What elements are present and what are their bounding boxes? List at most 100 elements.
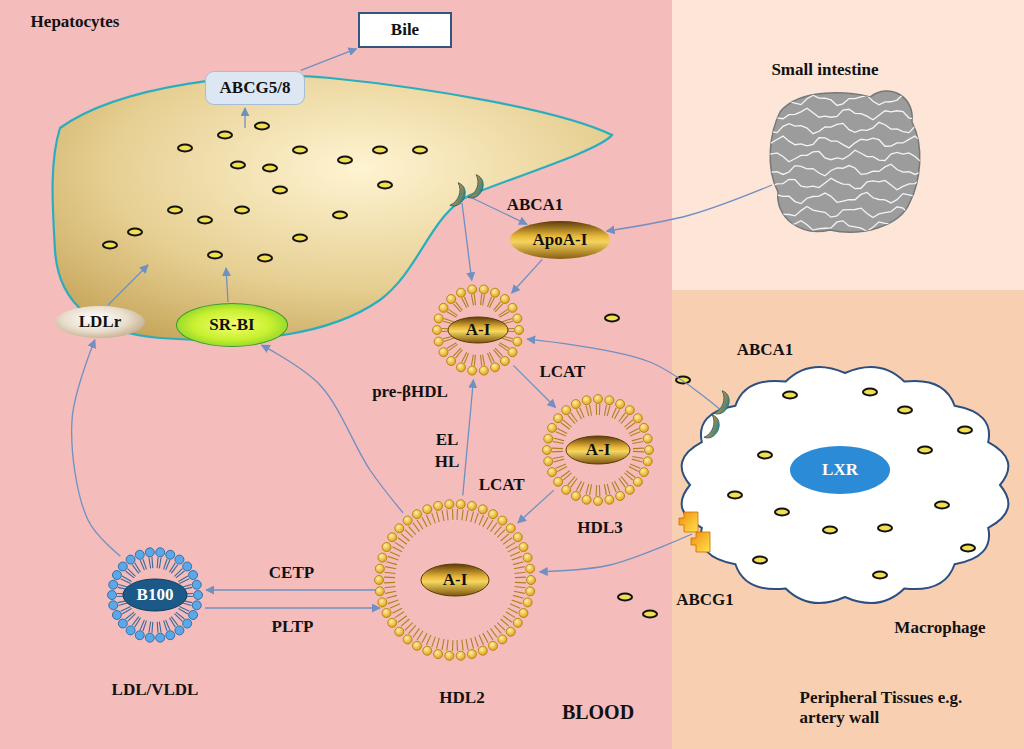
lipid-tail — [586, 484, 589, 495]
lipid-head — [605, 396, 614, 405]
lipid-tail — [151, 557, 153, 568]
particle-name: HDL2 — [439, 689, 484, 708]
lipid-tail — [135, 563, 141, 572]
lipid-tail — [386, 562, 397, 565]
lipid-head — [395, 524, 404, 533]
lipid-tail — [405, 623, 413, 631]
lipid-tail — [483, 517, 488, 527]
lipid-tail — [586, 406, 589, 417]
lipid-tail — [164, 621, 167, 631]
lipid-head — [413, 641, 422, 650]
lipid-head — [456, 651, 465, 660]
flow-arrow — [72, 340, 121, 556]
lipid-tail — [179, 607, 189, 612]
lipid-tail — [436, 638, 439, 649]
lipid-tail — [590, 405, 592, 416]
lipid-tail — [471, 355, 473, 366]
lipid-head — [382, 543, 391, 552]
apolipoprotein-core — [566, 436, 630, 464]
lipid-head — [639, 468, 648, 477]
lipid-head — [468, 366, 477, 375]
lipid-tail — [462, 352, 467, 362]
cholesterol-dot — [873, 572, 887, 579]
cholesterol-dot — [373, 147, 387, 154]
lipid-tail — [508, 608, 518, 613]
lipid-tail — [563, 420, 571, 427]
transporter-box: ABCG5/8 — [205, 71, 305, 105]
intestine-fold — [765, 150, 927, 162]
lipid-tail — [447, 509, 448, 520]
lipid-tail — [495, 304, 503, 312]
lipid-head — [109, 601, 118, 610]
lipid-head — [456, 363, 465, 372]
lipid-head — [643, 457, 652, 466]
lipid-tail — [388, 600, 398, 604]
lipid-tail — [487, 520, 493, 529]
organ-title: Hepatocytes — [31, 13, 120, 32]
lipid-tail — [629, 466, 639, 471]
lipid-head — [423, 505, 432, 514]
lipid-tail — [449, 309, 458, 315]
lipoprotein-particle: B100LDL/VLDL — [105, 545, 205, 645]
lipid-tail — [607, 484, 610, 495]
cholesterol-dot — [863, 389, 877, 396]
lipid-head — [625, 485, 634, 494]
cholesterol-dot — [753, 557, 767, 564]
lipid-tail — [126, 612, 135, 619]
macrophage-outline — [682, 367, 1009, 603]
lipid-head — [135, 550, 144, 559]
lipid-head — [562, 485, 571, 494]
tissue-region — [672, 290, 1024, 749]
blood-region — [0, 0, 672, 749]
macrophage-cell: LXRMacrophage — [675, 360, 1015, 610]
lipid-head — [548, 468, 557, 477]
cholesterol-dot — [775, 509, 789, 516]
lipid-tail — [552, 451, 563, 453]
lipid-head — [112, 610, 121, 619]
apo-label: A-I — [586, 441, 611, 460]
lipid-head — [192, 601, 201, 610]
intestine-shape — [770, 91, 920, 232]
lipid-tail — [481, 294, 482, 305]
flow-arrow — [607, 185, 772, 231]
lipid-head — [375, 576, 384, 585]
lipid-tail — [422, 517, 427, 527]
lipid-tail — [494, 625, 501, 633]
cholesterol-dot — [128, 229, 142, 236]
lipid-tail — [466, 510, 468, 521]
lipid-tail — [568, 476, 575, 484]
lipid-tail — [390, 552, 400, 556]
lipid-head — [109, 580, 118, 589]
lipid-head — [439, 348, 448, 357]
lipid-head — [388, 533, 397, 542]
free-cholesterol — [605, 315, 690, 618]
lipid-tail — [554, 459, 565, 462]
cholesterol-dot — [338, 157, 352, 164]
lipid-head — [526, 564, 535, 573]
enzyme-label: LCAT — [539, 363, 585, 383]
flow-arrow — [512, 259, 543, 293]
transporter-label: ABCA1 — [737, 340, 794, 360]
cholesterol-dot — [198, 217, 212, 224]
flow-arrow — [301, 49, 357, 71]
lipid-tail — [151, 622, 153, 633]
lipid-tail — [502, 338, 512, 342]
lipid-tail — [385, 567, 396, 569]
lipid-tail — [596, 485, 598, 496]
abca1-transporter — [468, 175, 486, 201]
lipid-head — [544, 434, 553, 443]
intestine-outline — [740, 52, 940, 242]
lipid-head — [108, 591, 117, 600]
lipid-head — [439, 303, 448, 312]
apolipoprotein-core — [421, 564, 489, 596]
lipid-tail — [497, 623, 505, 631]
lipid-head — [515, 326, 524, 335]
uptake-arrow — [108, 265, 148, 305]
node-label: ABCG5/8 — [220, 79, 291, 98]
lipid-tail — [159, 622, 161, 633]
transporter-label: ABCG1 — [676, 590, 734, 610]
lipid-tail — [500, 312, 509, 318]
lipoprotein-particle: A-Ipre-βHDL — [430, 282, 526, 378]
lipid-tail — [444, 318, 454, 322]
lipid-head — [571, 491, 580, 500]
